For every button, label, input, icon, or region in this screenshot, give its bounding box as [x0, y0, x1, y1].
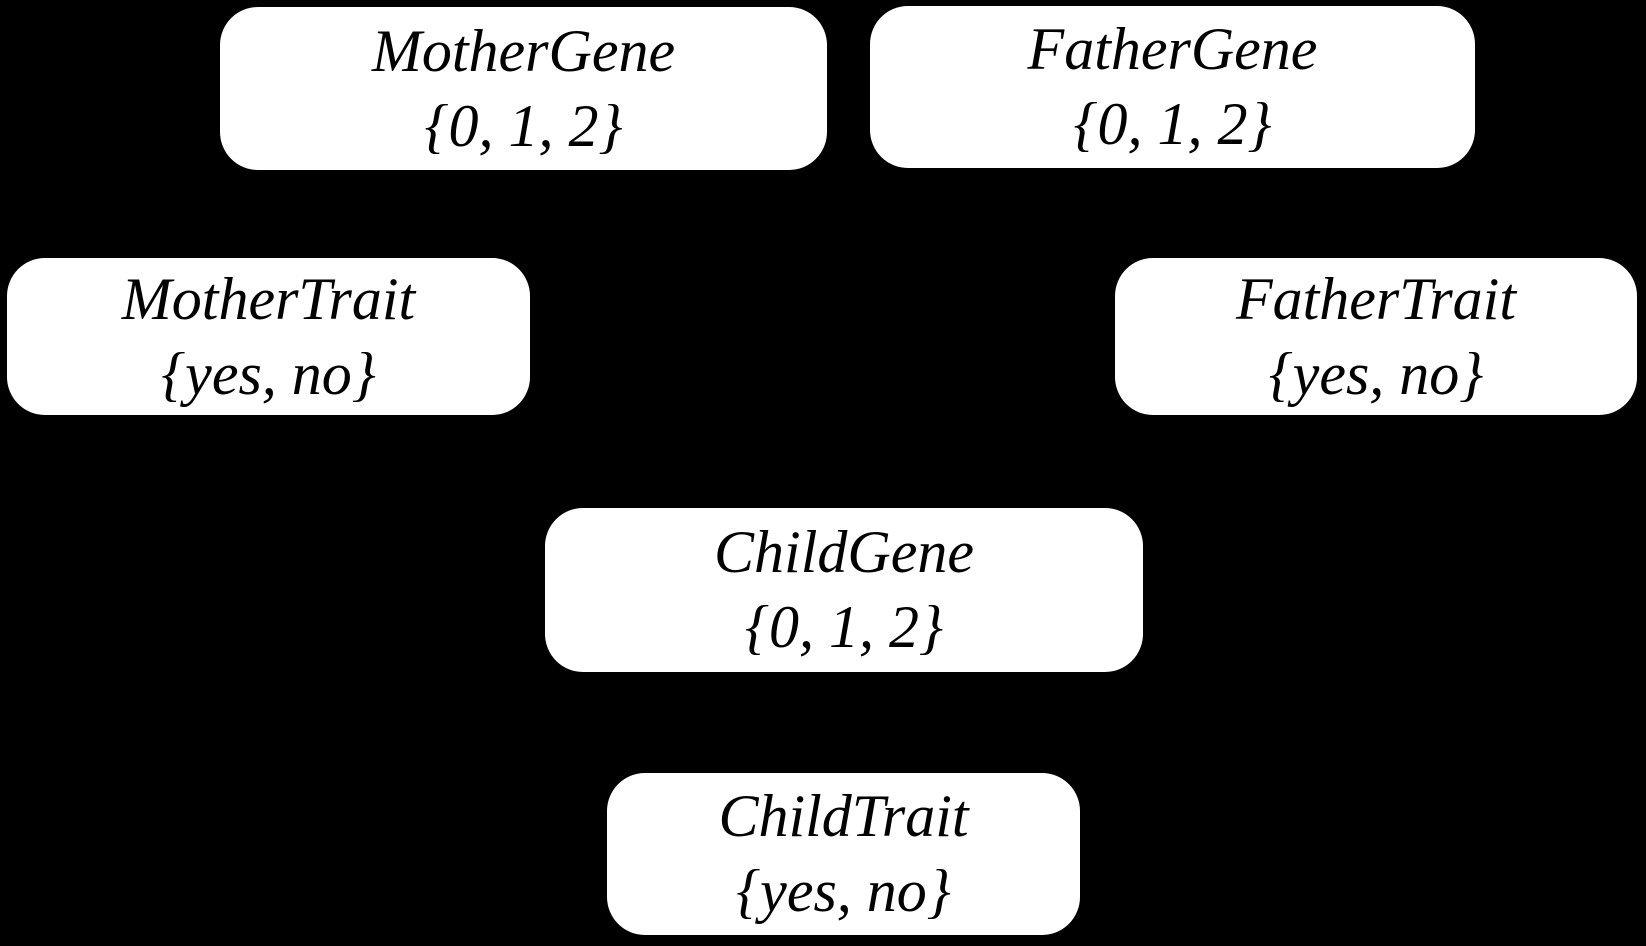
- node-child-gene-domain: {0, 1, 2}: [745, 594, 943, 660]
- node-mother-trait: MotherTrait {yes, no}: [7, 258, 530, 415]
- node-mother-trait-label: MotherTrait: [121, 265, 416, 332]
- node-child-gene: ChildGene {0, 1, 2}: [545, 508, 1143, 672]
- node-child-gene-label: ChildGene: [714, 519, 974, 585]
- node-mother-gene: MotherGene {0, 1, 2}: [220, 7, 827, 170]
- node-father-trait-domain: {yes, no}: [1268, 340, 1484, 407]
- node-child-trait-label: ChildTrait: [718, 783, 969, 849]
- node-father-gene-label: FatherGene: [1027, 16, 1318, 82]
- node-child-trait: ChildTrait {yes, no}: [607, 773, 1080, 935]
- node-child-trait-domain: {yes, no}: [736, 858, 951, 924]
- node-father-trait: FatherTrait {yes, no}: [1115, 258, 1637, 415]
- node-mother-gene-domain: {0, 1, 2}: [424, 92, 623, 159]
- node-father-trait-label: FatherTrait: [1235, 265, 1517, 332]
- node-mother-trait-domain: {yes, no}: [161, 340, 376, 407]
- node-father-gene-domain: {0, 1, 2}: [1073, 91, 1272, 157]
- node-mother-gene-label: MotherGene: [371, 17, 676, 84]
- node-father-gene: FatherGene {0, 1, 2}: [870, 6, 1475, 168]
